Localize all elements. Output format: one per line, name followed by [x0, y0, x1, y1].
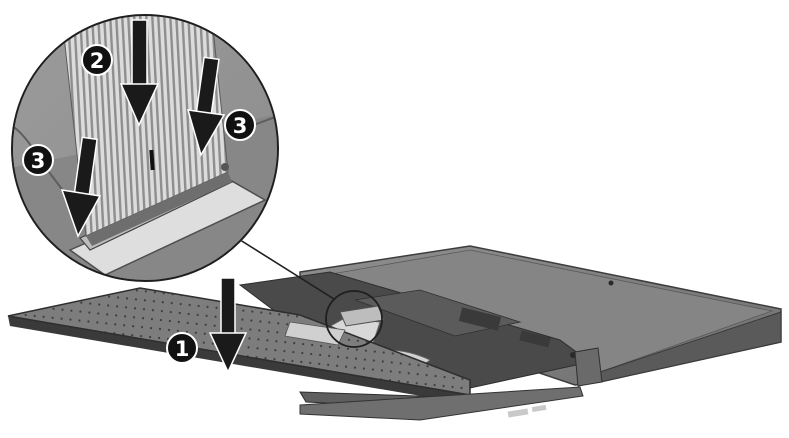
- hinge-block: [575, 348, 602, 386]
- callout-1: 1: [167, 333, 197, 363]
- front-port: [532, 405, 547, 412]
- inset-screw: [221, 163, 229, 171]
- callout-2: 2: [82, 45, 112, 75]
- magnified-inset: 2 3 3: [0, 0, 300, 300]
- callout-3-left: 3: [23, 145, 53, 175]
- callout-3-right-label: 3: [233, 114, 248, 138]
- callout-3-left-label: 3: [31, 149, 46, 173]
- callout-2-label: 2: [90, 49, 105, 73]
- front-port: [508, 408, 529, 417]
- screw-hole: [609, 281, 614, 286]
- callout-3-right: 3: [225, 110, 255, 140]
- callout-1-label: 1: [175, 337, 190, 361]
